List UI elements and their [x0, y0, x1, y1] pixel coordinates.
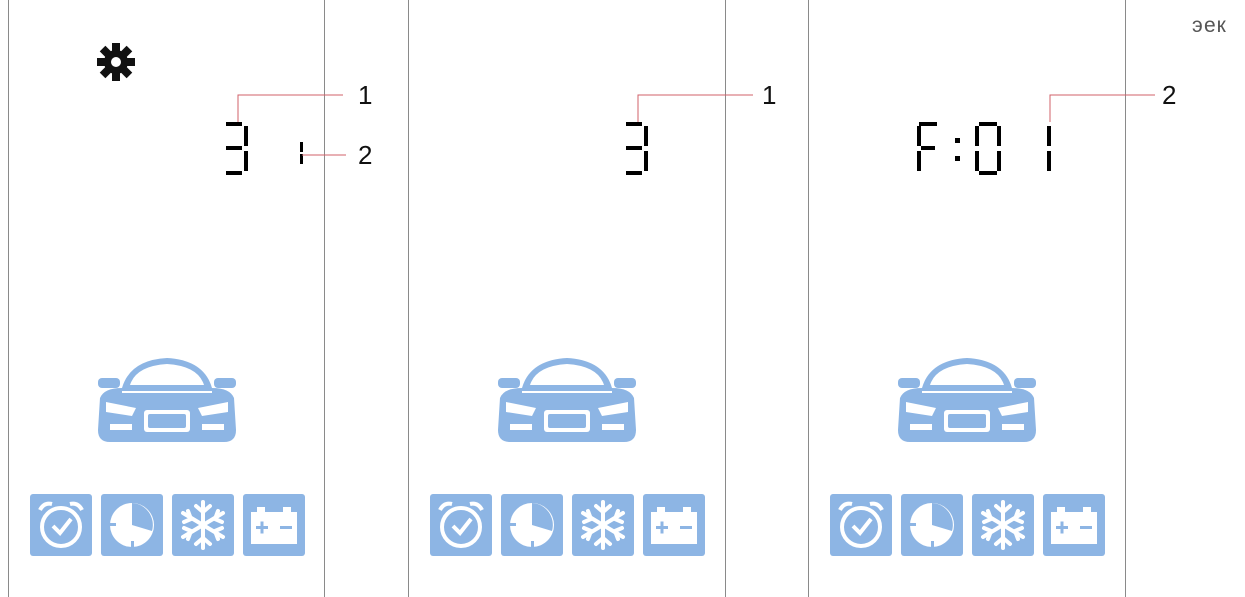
callout-leader-1 [237, 94, 343, 122]
lcd-display-2 [626, 122, 648, 175]
car-icon [892, 352, 1042, 457]
battery-button[interactable] [1043, 494, 1105, 556]
timer-button[interactable] [501, 494, 563, 556]
seven-segment-digit-1 [300, 142, 303, 164]
lcd-display-3 [917, 122, 1051, 175]
gear-icon[interactable] [94, 40, 138, 84]
battery-button[interactable] [243, 494, 305, 556]
callout-number-1: 1 [762, 80, 777, 110]
callout-number-2: 2 [358, 140, 373, 170]
seven-segment-letter-f [917, 122, 937, 171]
car-icon [92, 352, 242, 457]
seven-segment-digit-0 [975, 122, 1001, 175]
lcd-display-1 [226, 122, 303, 175]
corner-text: эек [1192, 14, 1227, 37]
colon-separator [955, 138, 960, 161]
seven-segment-digit-3 [226, 122, 248, 175]
seven-segment-digit-1 [1047, 126, 1051, 171]
snowflake-button[interactable] [172, 494, 234, 556]
snowflake-button[interactable] [972, 494, 1034, 556]
battery-button[interactable] [643, 494, 705, 556]
timer-button[interactable] [101, 494, 163, 556]
timer-button[interactable] [901, 494, 963, 556]
callout-number-2: 2 [1162, 80, 1177, 110]
car-icon [492, 352, 642, 457]
alarm-clock-button[interactable] [30, 494, 92, 556]
seven-segment-digit-3 [626, 122, 648, 175]
callout-leader-2 [302, 154, 346, 156]
snowflake-button[interactable] [572, 494, 634, 556]
callout-leader-2 [1049, 94, 1155, 122]
callout-number-1: 1 [358, 80, 373, 110]
callout-leader-1 [637, 94, 753, 122]
alarm-clock-button[interactable] [430, 494, 492, 556]
alarm-clock-button[interactable] [830, 494, 892, 556]
